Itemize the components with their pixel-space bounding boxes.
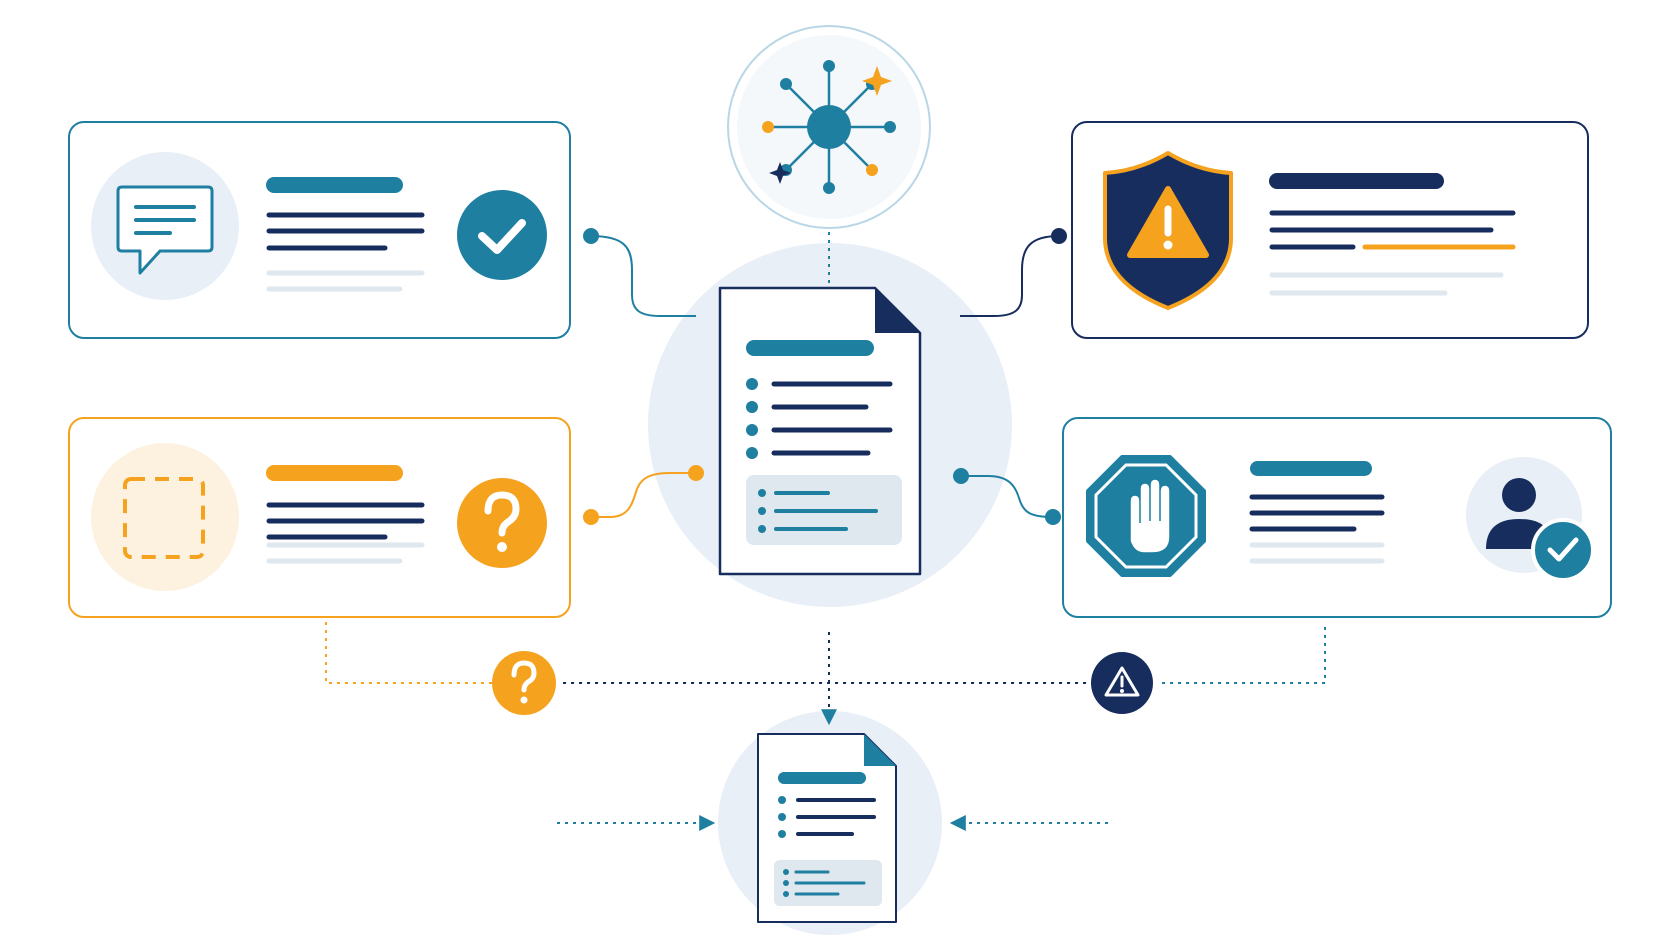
sparkle-icon (769, 162, 791, 184)
network-hub-icon (727, 25, 931, 229)
connector-dot (953, 468, 969, 484)
connector-message (590, 235, 696, 317)
shield-warning-icon (1103, 151, 1233, 310)
connector-stop (962, 475, 1053, 518)
route-uncertain (325, 622, 497, 684)
chat-bubble-icon (116, 185, 214, 275)
central-document (718, 286, 922, 576)
card-uncertain (68, 417, 571, 618)
connector-uncertain (591, 472, 695, 518)
card-stop-review (1062, 417, 1612, 618)
user-check-icon (1466, 457, 1595, 582)
stop-hand-icon (1086, 455, 1206, 577)
question-circle-icon (492, 651, 556, 715)
card-risk-warning (1071, 121, 1589, 339)
output-document (757, 733, 897, 923)
check-circle-icon (457, 190, 547, 280)
connector-dot (583, 228, 599, 244)
connector-dot (1045, 509, 1061, 525)
connector-dot (688, 465, 704, 481)
connector-dot (583, 509, 599, 525)
route-stop (1162, 622, 1326, 684)
sparkle-icon (862, 66, 892, 96)
card-message-verified (68, 121, 571, 339)
connector-risk (960, 235, 1060, 317)
question-circle-icon (457, 478, 547, 568)
dashed-selection-icon (123, 477, 205, 559)
warning-triangle-icon (1091, 652, 1153, 714)
connector-dot (1051, 228, 1067, 244)
